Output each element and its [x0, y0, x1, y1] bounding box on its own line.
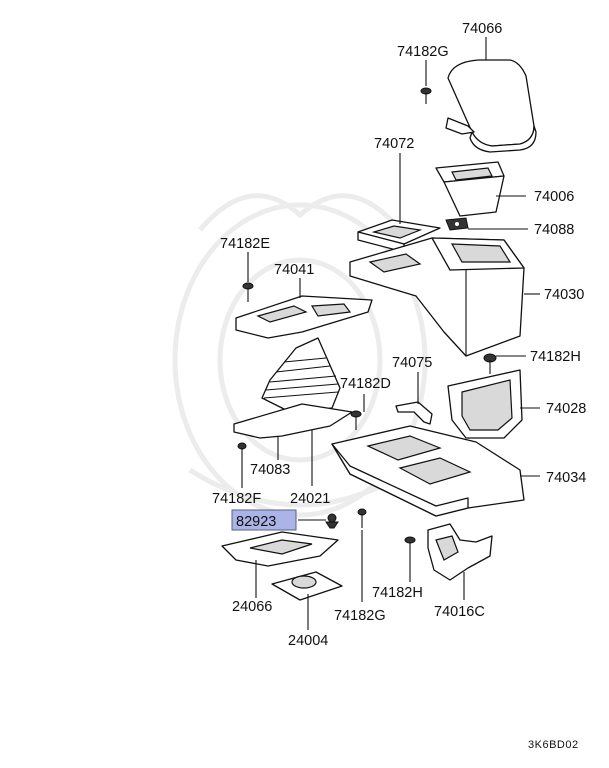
- plate-74041[interactable]: [235, 295, 373, 339]
- plate-74083[interactable]: [233, 403, 353, 439]
- label-74083: 74083: [250, 462, 290, 478]
- label-82923: 82923: [236, 514, 276, 530]
- label-74072: 74072: [374, 136, 414, 152]
- clip-82923[interactable]: [325, 513, 339, 529]
- screw-74182h-right[interactable]: [483, 353, 497, 374]
- label-74030: 74030: [544, 287, 584, 303]
- storage-box-74006[interactable]: [435, 161, 505, 217]
- console-body-74030[interactable]: [349, 237, 525, 357]
- label-74028: 74028: [546, 401, 586, 417]
- label-74182h-bottom: 74182H: [372, 585, 423, 601]
- label-74006: 74006: [534, 189, 574, 205]
- screw-74182f[interactable]: [237, 442, 247, 462]
- screw-74182d[interactable]: [350, 410, 362, 430]
- screw-74182e[interactable]: [242, 282, 254, 302]
- console-base-74034[interactable]: [331, 425, 525, 517]
- shift-boot-24021[interactable]: [261, 337, 341, 413]
- label-24066: 24066: [232, 599, 272, 615]
- label-74182g-bottom: 74182G: [334, 608, 386, 624]
- screw-74182g-top[interactable]: [420, 87, 432, 104]
- latch-74088[interactable]: [445, 217, 469, 231]
- label-24004: 24004: [288, 633, 328, 649]
- side-panel-74028[interactable]: [447, 369, 523, 439]
- label-74182d: 74182D: [340, 376, 391, 392]
- label-74088: 74088: [534, 222, 574, 238]
- armrest-74066[interactable]: [445, 59, 537, 153]
- boot-base-24004[interactable]: [271, 571, 343, 601]
- label-74066: 74066: [462, 21, 502, 37]
- screw-74182h-bottom[interactable]: [404, 536, 416, 556]
- highlighted-part-82923[interactable]: 82923: [231, 509, 297, 531]
- bracket-74016c[interactable]: [427, 523, 493, 581]
- label-74016c: 74016C: [434, 604, 485, 620]
- label-74182f: 74182F: [212, 491, 261, 507]
- label-74041: 74041: [274, 262, 314, 278]
- tray-74072[interactable]: [357, 219, 441, 253]
- label-74075: 74075: [392, 355, 432, 371]
- diagram-code: 3K6BD02: [528, 739, 579, 751]
- label-74182g-top: 74182G: [397, 44, 449, 60]
- screw-74182g-bottom[interactable]: [357, 508, 367, 528]
- label-74182e: 74182E: [220, 236, 270, 252]
- label-24021: 24021: [290, 491, 330, 507]
- label-74182h-right: 74182H: [530, 349, 581, 365]
- plate-24066[interactable]: [221, 531, 339, 567]
- bracket-74075[interactable]: [395, 401, 433, 425]
- label-74034: 74034: [546, 470, 586, 486]
